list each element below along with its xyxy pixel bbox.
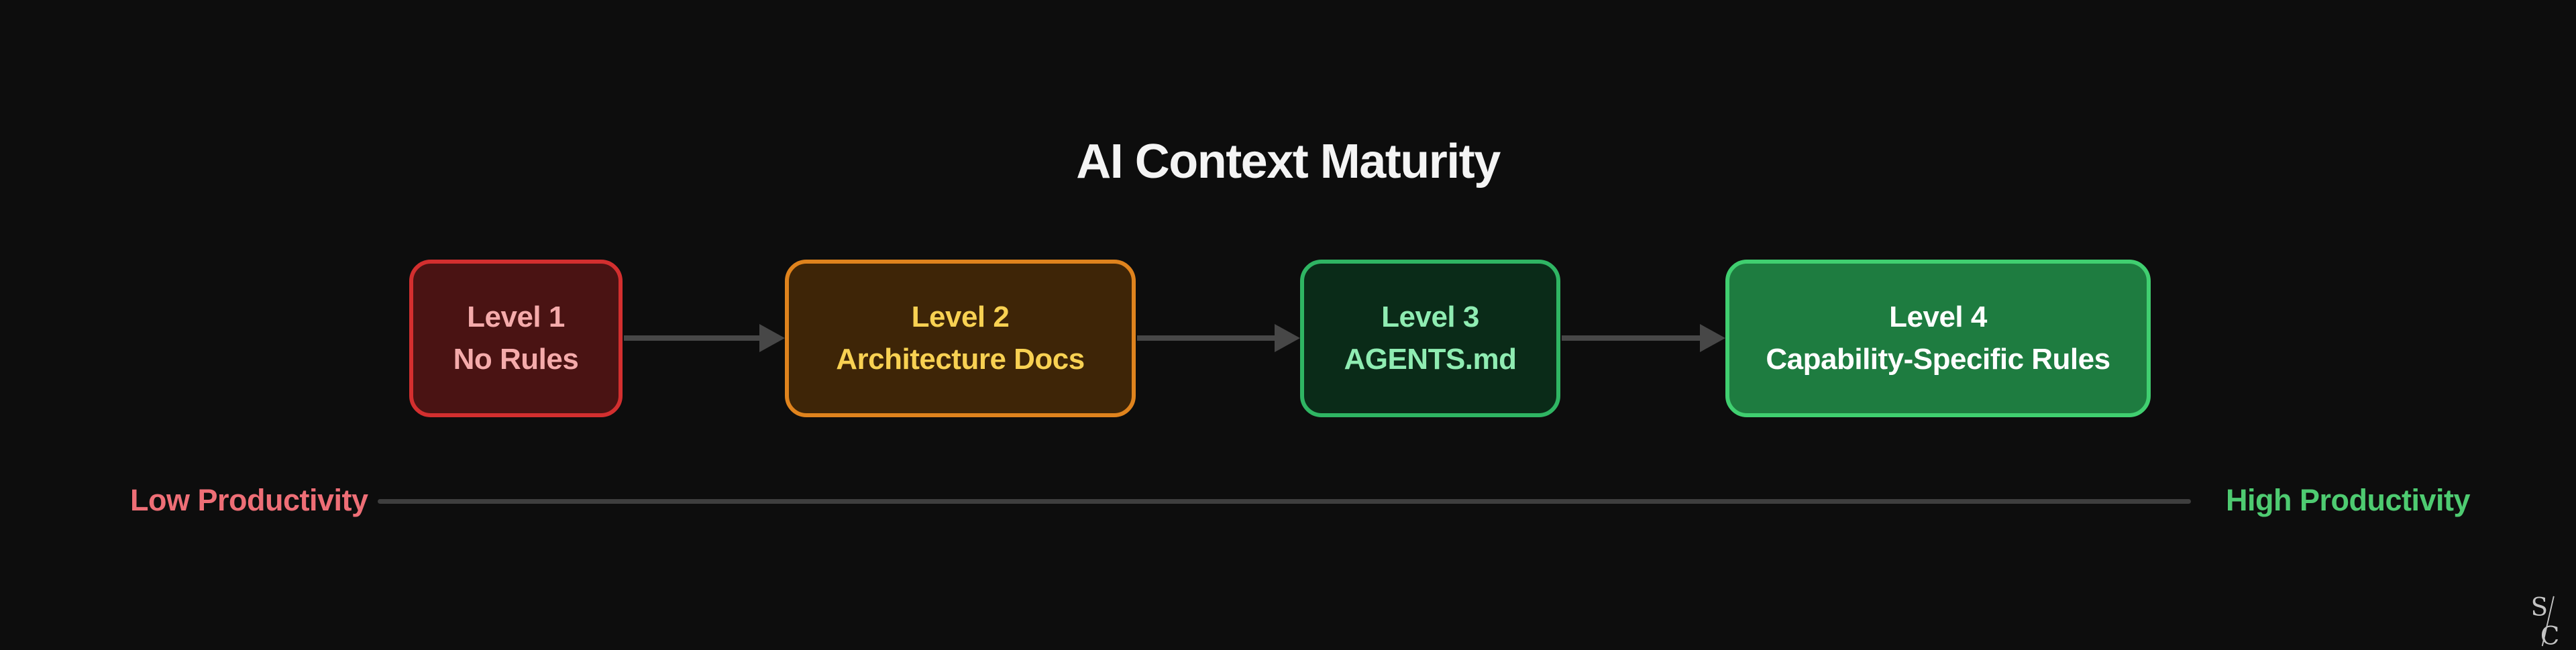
productivity-axis-line: [378, 499, 2191, 504]
level-4-box: Level 4 Capability-Specific Rules: [1725, 260, 2151, 417]
level-2-number: Level 2: [911, 301, 1010, 334]
level-2-box: Level 2 Architecture Docs: [785, 260, 1136, 417]
low-productivity-label: Low Productivity: [130, 483, 368, 517]
arrow-right-icon: [1562, 324, 1725, 352]
signature-bottom-letter: C: [2540, 621, 2559, 648]
level-3-box: Level 3 AGENTS.md: [1300, 260, 1560, 417]
level-1-box: Level 1 No Rules: [409, 260, 623, 417]
arrow-right-icon: [1137, 324, 1300, 352]
level-3-number: Level 3: [1381, 301, 1479, 334]
level-3-label: AGENTS.md: [1344, 342, 1517, 376]
level-2-label: Architecture Docs: [836, 342, 1085, 376]
arrow-right-icon: [624, 324, 785, 352]
level-1-number: Level 1: [467, 301, 565, 334]
signature-monogram-icon: S C: [2531, 594, 2560, 648]
level-4-label: Capability-Specific Rules: [1766, 342, 2110, 376]
signature-top-letter: S: [2531, 594, 2548, 621]
level-4-number: Level 4: [1889, 301, 1987, 334]
high-productivity-label: High Productivity: [2226, 483, 2471, 517]
page-title: AI Context Maturity: [1076, 135, 1501, 188]
level-1-label: No Rules: [453, 342, 579, 376]
